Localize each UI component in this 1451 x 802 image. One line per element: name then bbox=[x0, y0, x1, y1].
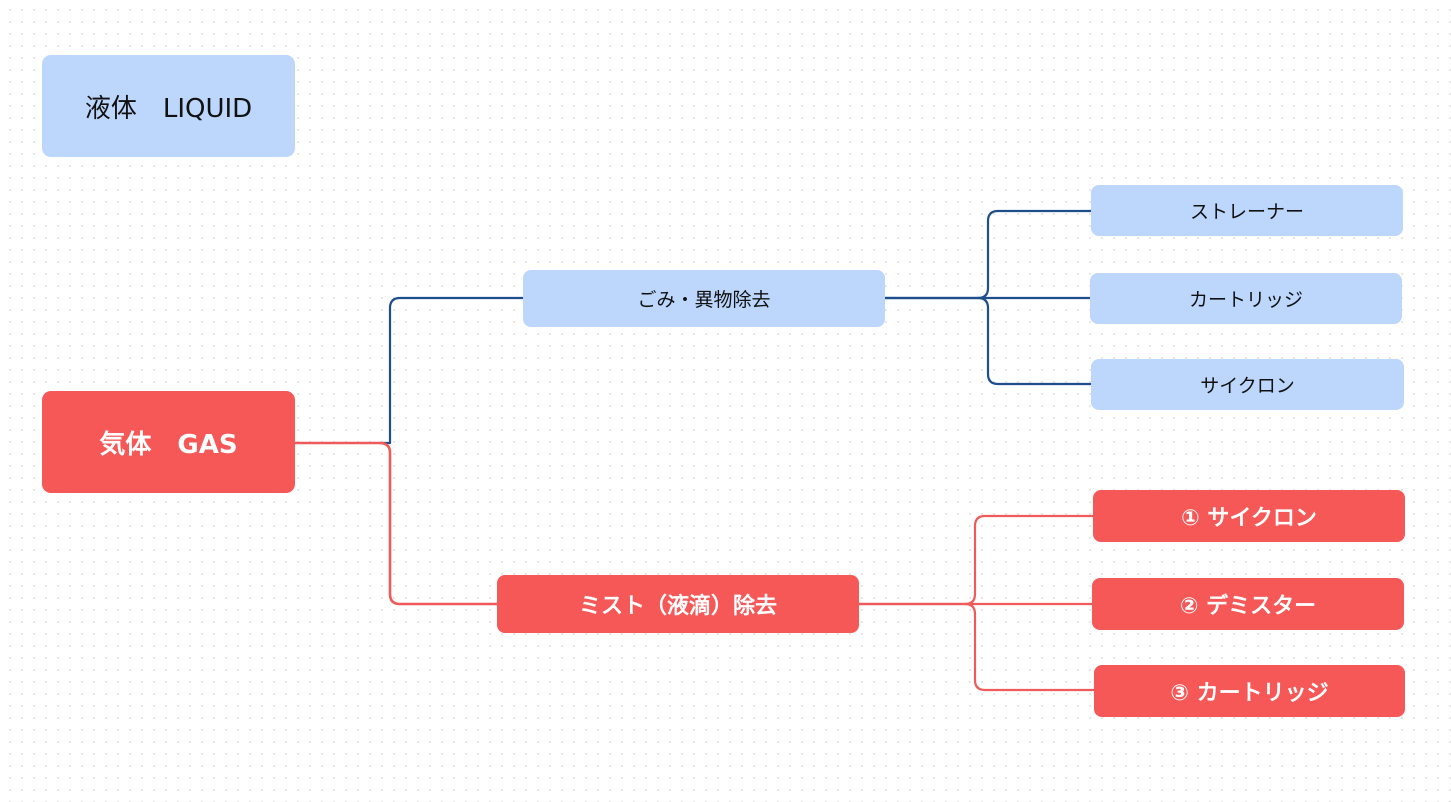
node-cartridge-label: カートリッジ bbox=[1188, 289, 1303, 311]
node-strainer-label: ストレーナー bbox=[1189, 201, 1304, 223]
node-strainer[interactable]: ストレーナー bbox=[1091, 185, 1403, 236]
node-cyclone-label: サイクロン bbox=[1200, 375, 1295, 397]
node-cartridge-numbered[interactable]: ③ カートリッジ bbox=[1094, 665, 1405, 717]
node-liquid-label: 液体 LIQUID bbox=[84, 93, 253, 124]
node-mist-removal[interactable]: ミスト（液滴）除去 bbox=[497, 575, 859, 633]
connector-dust-to-strainer bbox=[883, 209, 1093, 300]
node-cartridge-numbered-label: ③ カートリッジ bbox=[1170, 681, 1329, 706]
connector-dust-to-cyclone bbox=[976, 296, 1093, 386]
node-dust-removal[interactable]: ごみ・異物除去 bbox=[523, 270, 885, 327]
node-liquid[interactable]: 液体 LIQUID bbox=[42, 55, 295, 157]
connector-mist-to-cyclone bbox=[857, 514, 1095, 606]
connector-gas-to-dust bbox=[378, 296, 525, 445]
node-demister-numbered[interactable]: ② デミスター bbox=[1092, 578, 1404, 630]
node-cyclone-numbered-label: ① サイクロン bbox=[1181, 506, 1317, 531]
node-cyclone[interactable]: サイクロン bbox=[1091, 359, 1404, 410]
node-cartridge[interactable]: カートリッジ bbox=[1090, 273, 1402, 324]
node-dust-removal-label: ごみ・異物除去 bbox=[637, 289, 771, 311]
node-demister-numbered-label: ② デミスター bbox=[1179, 594, 1317, 619]
connector-gas-to-mist bbox=[293, 441, 499, 606]
node-cyclone-numbered[interactable]: ① サイクロン bbox=[1093, 490, 1405, 542]
connector-mist-to-cartridge bbox=[963, 602, 1096, 692]
node-gas[interactable]: 気体 GAS bbox=[42, 391, 295, 493]
node-mist-removal-label: ミスト（液滴）除去 bbox=[578, 594, 777, 619]
node-gas-label: 気体 GAS bbox=[99, 429, 238, 460]
